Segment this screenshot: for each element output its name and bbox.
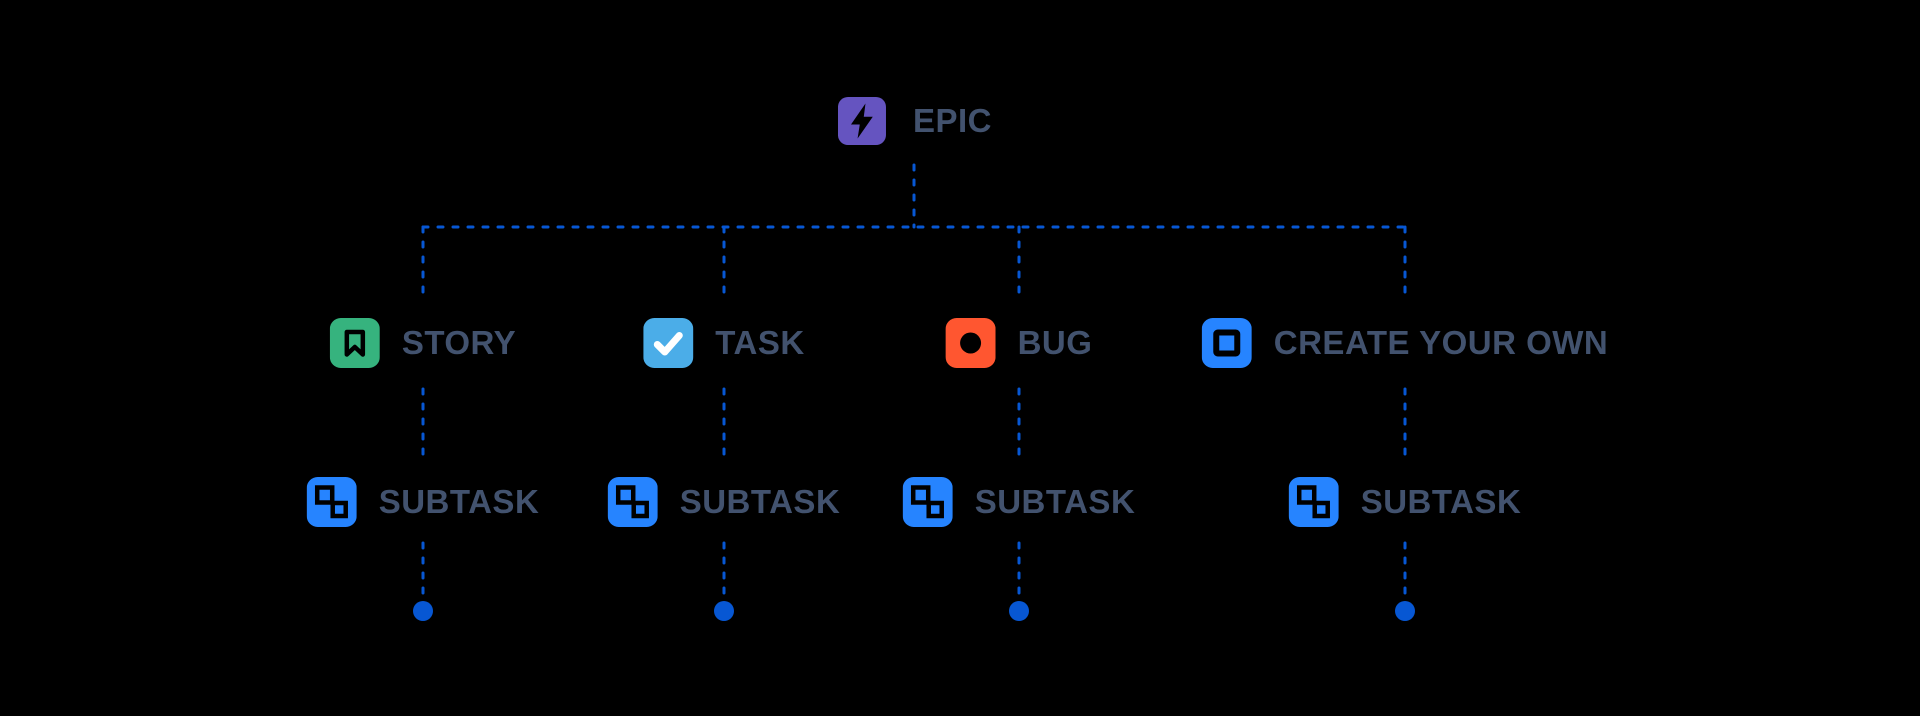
subtask-squares-icon xyxy=(1288,477,1339,527)
node-subtask-3: SUBTASK xyxy=(902,477,1136,527)
end-dot xyxy=(714,601,734,621)
end-dot xyxy=(1395,601,1415,621)
node-subtask-4: SUBTASK xyxy=(1288,477,1522,527)
node-label: SUBTASK xyxy=(378,483,540,520)
node-label: CREATE YOUR OWN xyxy=(1273,324,1609,361)
node-label: SUBTASK xyxy=(974,483,1136,520)
square-outline-icon xyxy=(1201,318,1252,368)
subtask-squares-icon xyxy=(902,477,953,527)
checkmark-icon xyxy=(643,318,694,368)
node-subtask-2: SUBTASK xyxy=(607,477,841,527)
node-label: SUBTASK xyxy=(679,483,841,520)
node-label: SUBTASK xyxy=(1360,483,1522,520)
subtask-squares-icon xyxy=(607,477,658,527)
end-dot xyxy=(413,601,433,621)
node-story: STORY xyxy=(329,318,517,368)
node-label: EPIC xyxy=(912,102,993,139)
lightning-bolt-icon xyxy=(837,97,886,145)
bookmark-icon xyxy=(329,318,380,368)
node-bug: BUG xyxy=(945,318,1093,368)
circle-dot-icon xyxy=(945,318,996,368)
subtask-squares-icon xyxy=(306,477,357,527)
node-label: TASK xyxy=(715,324,805,361)
node-label: BUG xyxy=(1017,324,1093,361)
node-task: TASK xyxy=(643,318,804,368)
end-dot xyxy=(1009,601,1029,621)
node-create-your-own: CREATE YOUR OWN xyxy=(1201,318,1609,368)
node-subtask-1: SUBTASK xyxy=(306,477,540,527)
node-label: STORY xyxy=(401,324,517,361)
node-epic: EPIC xyxy=(837,97,993,145)
